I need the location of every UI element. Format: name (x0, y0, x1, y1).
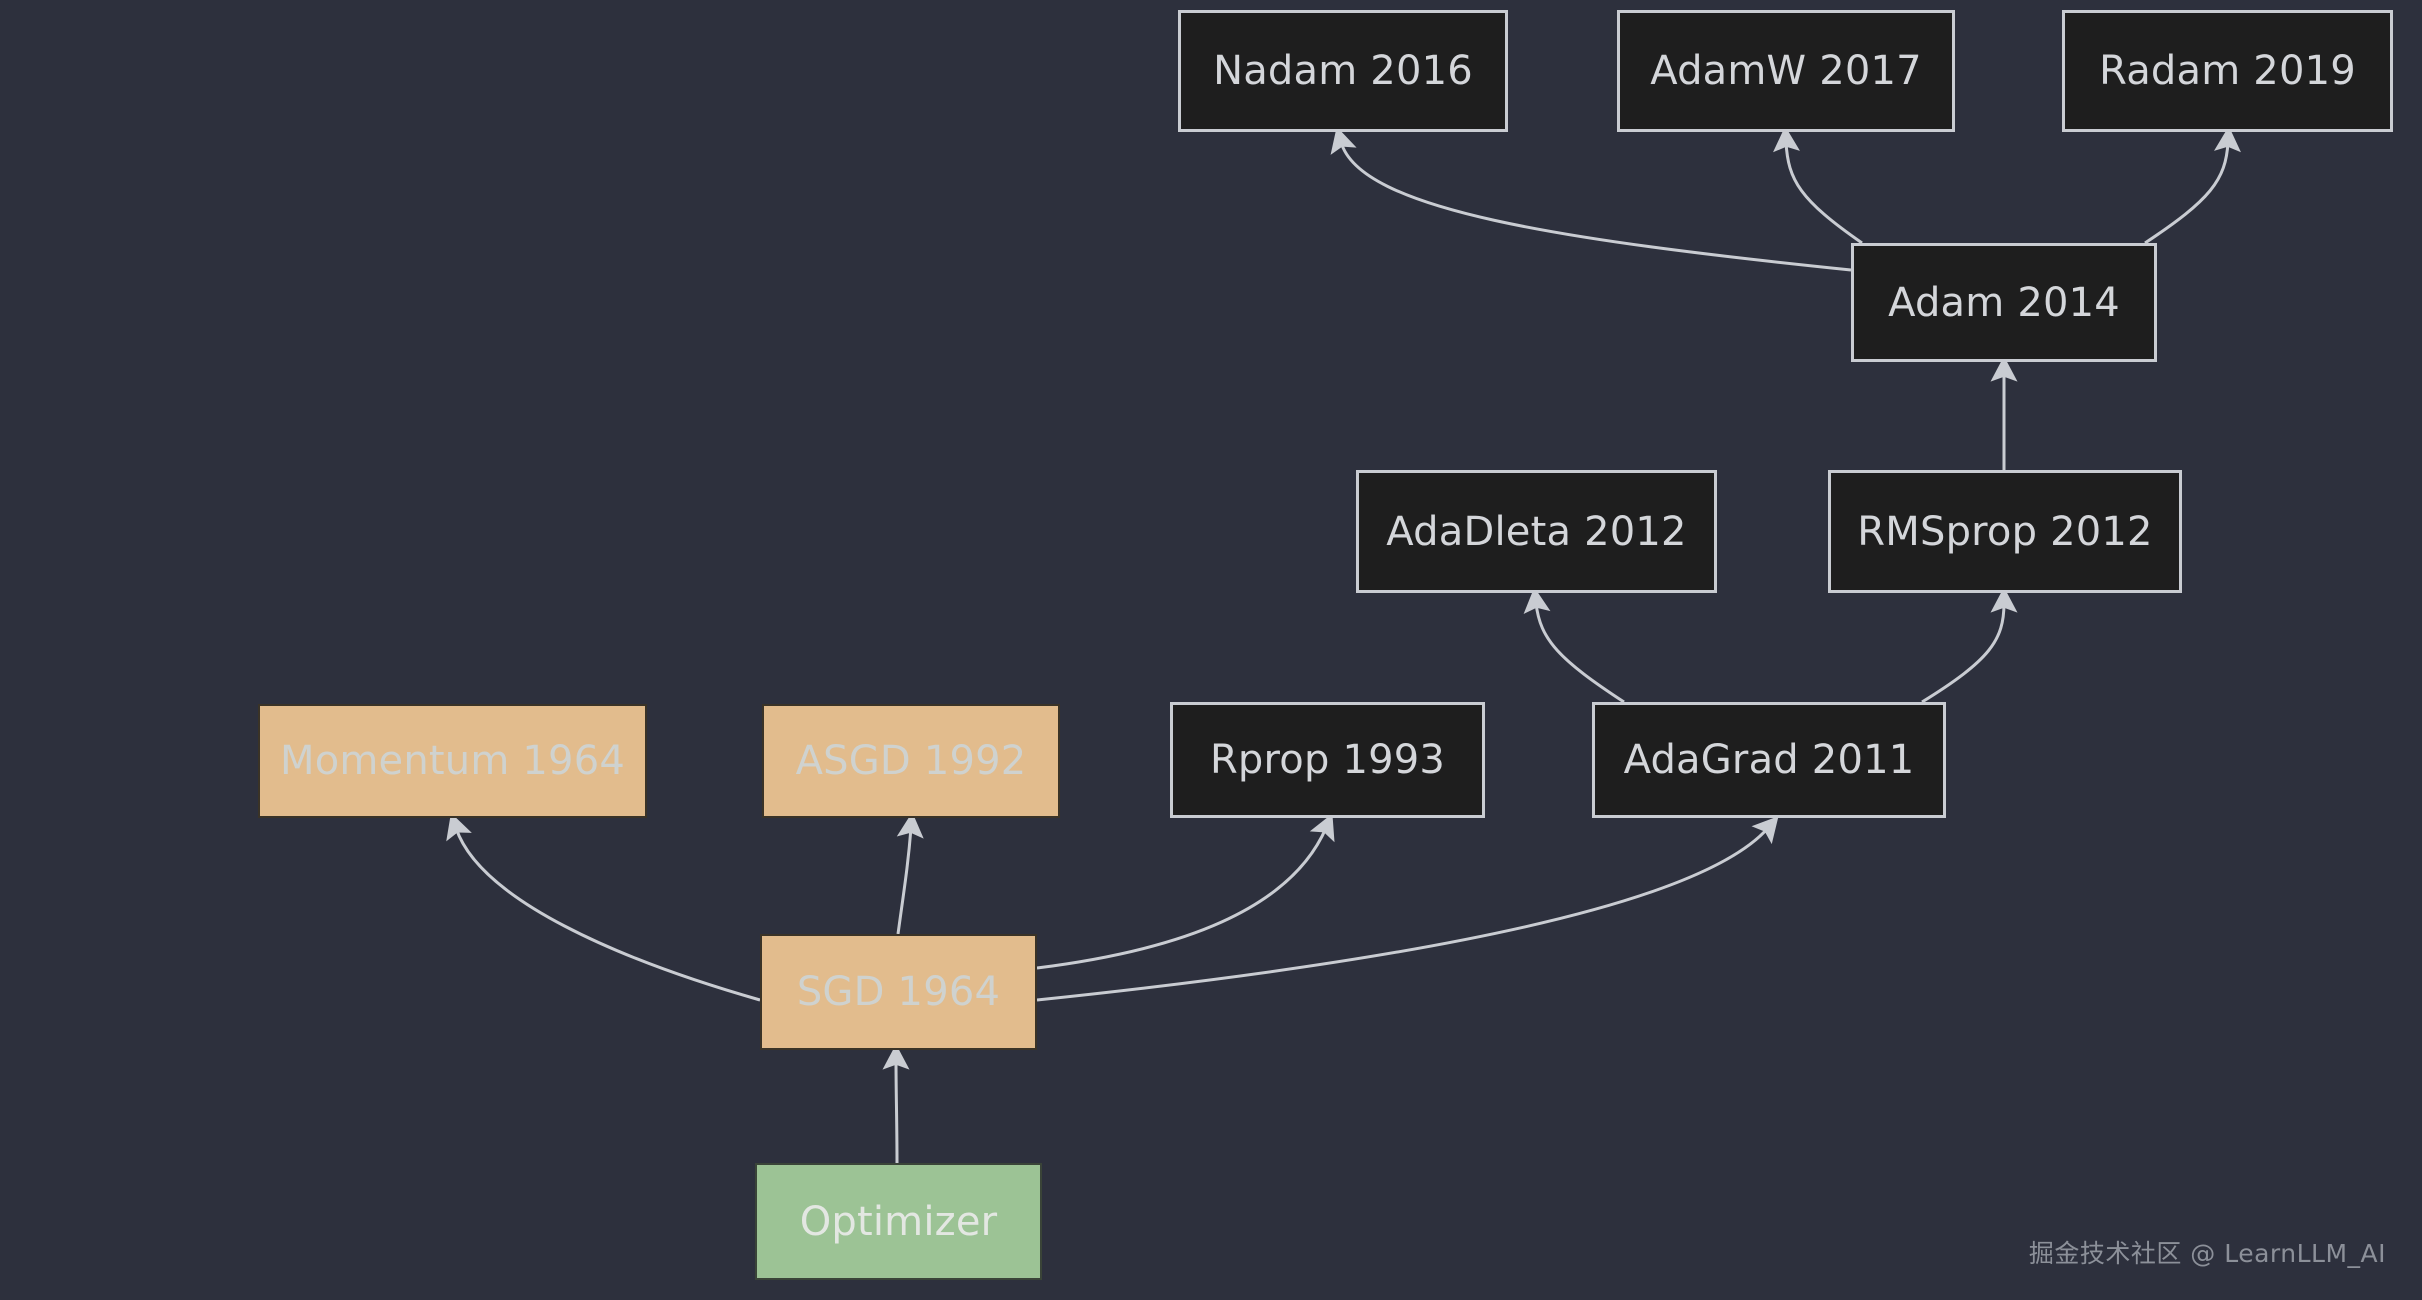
node-label-adadleta: AdaDleta 2012 (1386, 508, 1687, 555)
node-adam[interactable]: Adam 2014 (1851, 243, 2157, 362)
edge-sgd-to-rprop (1036, 813, 1335, 970)
node-label-adam: Adam 2014 (1888, 279, 2120, 326)
node-label-rprop: Rprop 1993 (1209, 737, 1446, 783)
node-asgd[interactable]: ASGD 1992 (762, 704, 1060, 818)
node-rmsprop[interactable]: RMSprop 2012 (1828, 470, 2182, 593)
node-label-optimizer: Optimizer (799, 1198, 998, 1245)
node-label-rmsprop: RMSprop 2012 (1857, 508, 2153, 555)
node-adamw[interactable]: AdamW 2017 (1617, 10, 1955, 132)
edge-sgd-to-adagrad (1036, 816, 1779, 1002)
edge-sgd-to-asgd (896, 812, 924, 935)
edge-adam-to-nadam (1330, 126, 1852, 272)
edge-sgd-to-momentum (446, 812, 761, 1002)
node-adadleta[interactable]: AdaDleta 2012 (1356, 470, 1717, 593)
node-adagrad[interactable]: AdaGrad 2011 (1592, 702, 1946, 818)
node-label-momentum: Momentum 1964 (279, 738, 626, 784)
edge-adam-to-radam (2144, 126, 2241, 245)
edge-adagrad-to-adadleta (1523, 587, 1625, 704)
node-label-adamw: AdamW 2017 (1650, 48, 1922, 94)
edge-adam-to-adamw (1773, 126, 1863, 245)
node-optimizer[interactable]: Optimizer (755, 1163, 1042, 1280)
node-label-asgd: ASGD 1992 (795, 738, 1027, 784)
node-label-radam: Radam 2019 (2099, 48, 2356, 94)
edge-adagrad-to-rmsprop (1921, 587, 2018, 704)
node-sgd[interactable]: SGD 1964 (760, 934, 1037, 1050)
node-rprop[interactable]: Rprop 1993 (1170, 702, 1485, 818)
edge-optimizer-to-sgd (882, 1044, 910, 1164)
node-radam[interactable]: Radam 2019 (2062, 10, 2393, 132)
watermark: 掘金技术社区 @ LearnLLM_AI (2028, 1239, 2386, 1268)
node-momentum[interactable]: Momentum 1964 (258, 704, 647, 818)
node-nadam[interactable]: Nadam 2016 (1178, 10, 1508, 132)
node-label-adagrad: AdaGrad 2011 (1623, 737, 1915, 783)
node-label-sgd: SGD 1964 (796, 969, 1001, 1015)
node-label-nadam: Nadam 2016 (1213, 48, 1473, 94)
